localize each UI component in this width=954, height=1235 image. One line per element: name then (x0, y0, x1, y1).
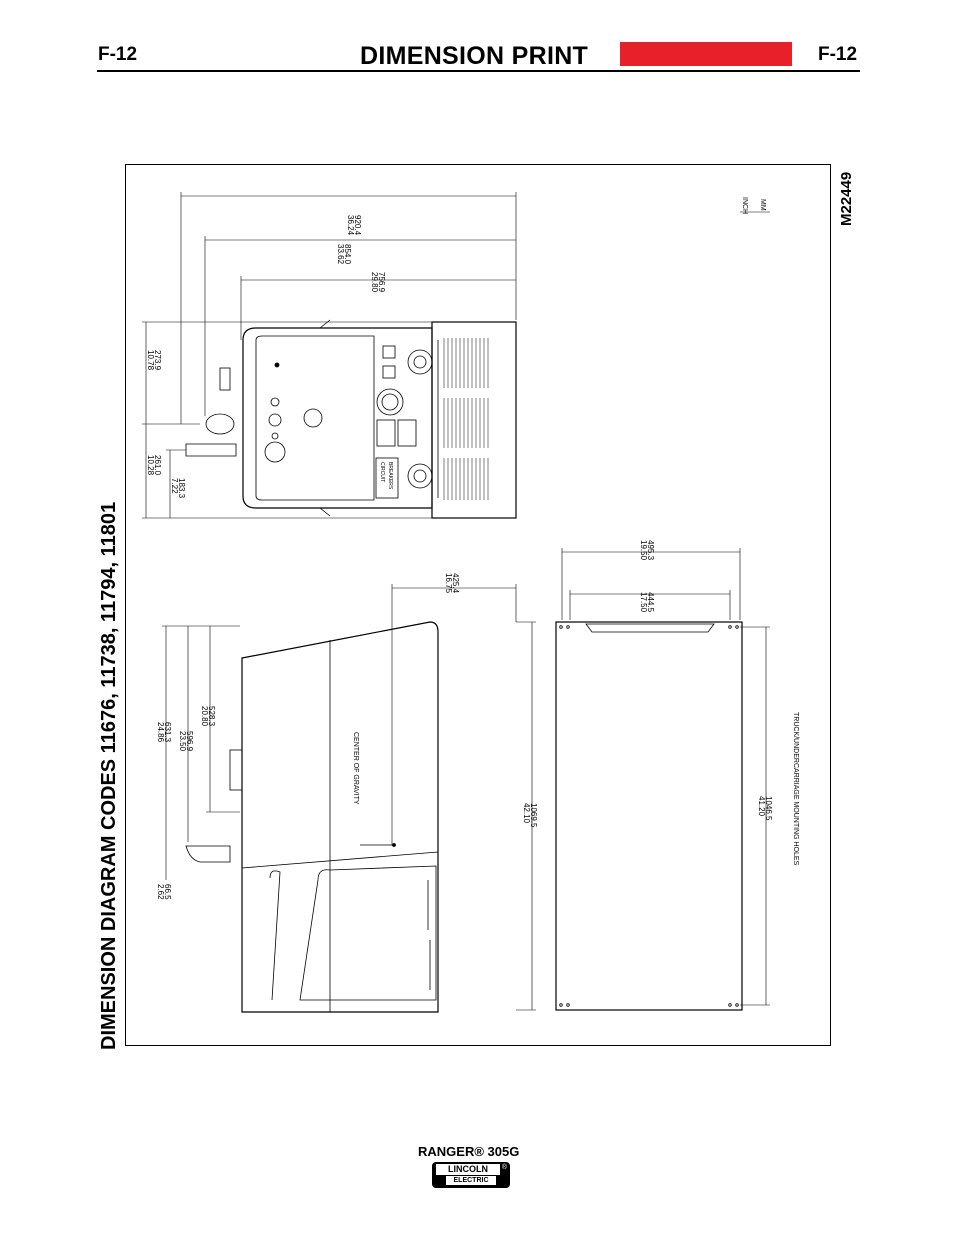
dim-text: 495.3 (646, 540, 655, 561)
dim-text: 183.3 (177, 478, 186, 499)
section-tab[interactable] (620, 42, 792, 66)
logo-electric: ELECTRIC (446, 1176, 496, 1185)
dim-text: 19.50 (639, 540, 648, 561)
side-view-welder (185, 621, 439, 1013)
mounting-holes-label: TRUCK/UNDERCARRIAGE MOUNTING HOLES (792, 712, 799, 866)
page-title: DIMENSION PRINT (360, 42, 589, 70)
dim-text: 29.80 (370, 272, 379, 293)
dim-text: 1046.5 (764, 796, 773, 821)
drawing-frame (125, 164, 831, 1046)
dim-text: 20.80 (200, 706, 209, 727)
dim-text: 920.4 (353, 215, 362, 236)
unit-inch: INCH (741, 197, 748, 214)
dim-text: 41.20 (757, 796, 766, 817)
dim-text: 596.9 (185, 731, 194, 752)
dim-text: 36.24 (346, 215, 355, 236)
logo-registered: ® (501, 1164, 507, 1171)
dim-text: 261.0 (153, 455, 162, 476)
dim-text: 528.3 (207, 706, 216, 727)
dim-text: 17.50 (639, 592, 648, 613)
base-view-frame (555, 621, 743, 1011)
lincoln-electric-logo: LINCOLN ® ELECTRIC (432, 1162, 510, 1188)
dim-text: 10.78 (146, 350, 155, 371)
dim-text: 756.9 (377, 272, 386, 293)
dim-text: 42.10 (522, 803, 531, 824)
dim-text: 273.9 (153, 350, 162, 371)
side-view-dims (162, 584, 536, 1011)
page-number-right: F-12 (818, 44, 858, 65)
dim-text: 16.75 (444, 573, 453, 594)
dim-text: 631.3 (163, 722, 172, 743)
header-divider (97, 70, 860, 72)
breaker-label: CIRCUIT (379, 462, 385, 482)
dim-text: 33.62 (336, 244, 345, 265)
dim-text: 7.22 (170, 478, 179, 494)
center-of-gravity-label: CENTER OF GRAVITY (352, 732, 359, 805)
page-number-left: F-12 (98, 44, 138, 65)
base-view-dims (561, 548, 770, 1006)
top-view-dims (142, 192, 517, 519)
top-view-welder (185, 319, 517, 519)
dim-text: 24.86 (156, 722, 165, 743)
dim-text: 2.62 (156, 884, 165, 900)
dim-text: 66.5 (163, 884, 172, 900)
dim-text: 1069.5 (529, 803, 538, 828)
logo-lincoln: LINCOLN (436, 1164, 500, 1175)
dim-text: 854.0 (343, 244, 352, 265)
dim-text: 425.4 (451, 573, 460, 594)
unit-mm: MM (759, 199, 766, 211)
dim-text: 23.50 (178, 731, 187, 752)
dim-text: 444.5 (646, 592, 655, 613)
dim-text: 10.28 (146, 455, 155, 476)
breaker-label: BREAKERS (387, 462, 393, 490)
product-name: RANGER® 305G (418, 1144, 520, 1159)
